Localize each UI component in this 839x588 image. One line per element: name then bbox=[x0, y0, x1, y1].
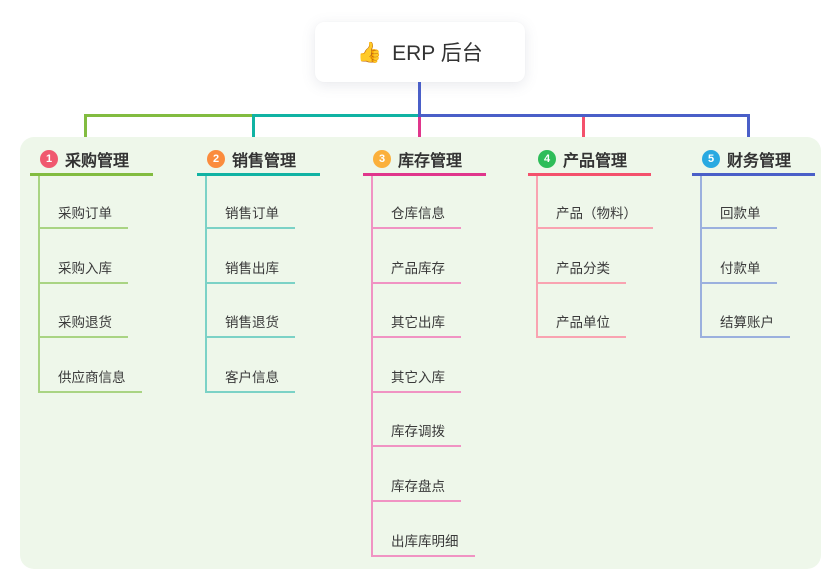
node-product-material[interactable]: 产品（物料） bbox=[538, 176, 653, 229]
connector-drop-product bbox=[582, 117, 585, 152]
badge-1: 1 bbox=[40, 150, 58, 168]
node-purchase-return[interactable]: 采购退货 bbox=[40, 284, 128, 339]
node-product-unit[interactable]: 产品单位 bbox=[538, 284, 626, 339]
connector-bus-teal bbox=[252, 114, 420, 117]
branch-header-inventory[interactable]: 3 库存管理 bbox=[363, 149, 487, 176]
branch-header-purchase[interactable]: 1 采购管理 bbox=[30, 149, 154, 176]
node-outbound-detail[interactable]: 出库库明细 bbox=[373, 502, 475, 557]
node-sales-outbound[interactable]: 销售出库 bbox=[207, 229, 295, 284]
node-warehouse-info[interactable]: 仓库信息 bbox=[373, 176, 461, 229]
branch-header-sales[interactable]: 2 销售管理 bbox=[197, 149, 321, 176]
node-stock-transfer[interactable]: 库存调拨 bbox=[373, 393, 461, 448]
connector-bus-green bbox=[84, 114, 254, 117]
branch-children-product: 产品（物料） 产品分类 产品单位 bbox=[536, 176, 653, 339]
root-node[interactable]: 👍 ERP 后台 bbox=[315, 22, 525, 82]
node-supplier-info[interactable]: 供应商信息 bbox=[40, 338, 142, 393]
connector-drop-purchase bbox=[84, 114, 87, 152]
node-sales-order[interactable]: 销售订单 bbox=[207, 176, 295, 229]
branch-header-finance[interactable]: 5 财务管理 bbox=[692, 149, 816, 176]
badge-2: 2 bbox=[207, 150, 225, 168]
branches-panel bbox=[20, 137, 821, 569]
connector-drop-sales bbox=[252, 114, 255, 152]
connector-bus-indigo bbox=[418, 114, 750, 117]
branch-children-finance: 回款单 付款单 结算账户 bbox=[700, 176, 790, 339]
node-product-stock[interactable]: 产品库存 bbox=[373, 229, 461, 284]
node-sales-return[interactable]: 销售退货 bbox=[207, 284, 295, 339]
branch-title: 销售管理 bbox=[232, 153, 297, 170]
node-other-inbound[interactable]: 其它入库 bbox=[373, 338, 461, 393]
branch-title: 采购管理 bbox=[65, 153, 130, 170]
branch-header-product[interactable]: 4 产品管理 bbox=[528, 149, 652, 176]
branch-title: 产品管理 bbox=[563, 153, 628, 170]
badge-4: 4 bbox=[538, 150, 556, 168]
branch-children-sales: 销售订单 销售出库 销售退货 客户信息 bbox=[205, 176, 295, 393]
node-purchase-inbound[interactable]: 采购入库 bbox=[40, 229, 128, 284]
thumbs-up-icon: 👍 bbox=[357, 41, 383, 64]
node-customer-info[interactable]: 客户信息 bbox=[207, 338, 295, 393]
node-product-category[interactable]: 产品分类 bbox=[538, 229, 626, 284]
badge-5: 5 bbox=[702, 150, 720, 168]
branch-children-purchase: 采购订单 采购入库 采购退货 供应商信息 bbox=[38, 176, 142, 393]
branch-title: 库存管理 bbox=[398, 153, 463, 170]
connector-drop-finance bbox=[747, 114, 750, 152]
node-payment-bill[interactable]: 付款单 bbox=[702, 229, 777, 284]
node-settlement-account[interactable]: 结算账户 bbox=[702, 284, 790, 339]
node-purchase-order[interactable]: 采购订单 bbox=[40, 176, 128, 229]
node-receipt-bill[interactable]: 回款单 bbox=[702, 176, 777, 229]
node-stock-taking[interactable]: 库存盘点 bbox=[373, 447, 461, 502]
connector-drop-inventory bbox=[418, 117, 421, 152]
connector-root-stem bbox=[418, 82, 421, 116]
branch-children-inventory: 仓库信息 产品库存 其它出库 其它入库 库存调拨 库存盘点 出库库明细 bbox=[371, 176, 475, 557]
root-label: ERP 后台 bbox=[392, 42, 483, 65]
branch-title: 财务管理 bbox=[727, 153, 792, 170]
badge-3: 3 bbox=[373, 150, 391, 168]
node-other-outbound[interactable]: 其它出库 bbox=[373, 284, 461, 339]
